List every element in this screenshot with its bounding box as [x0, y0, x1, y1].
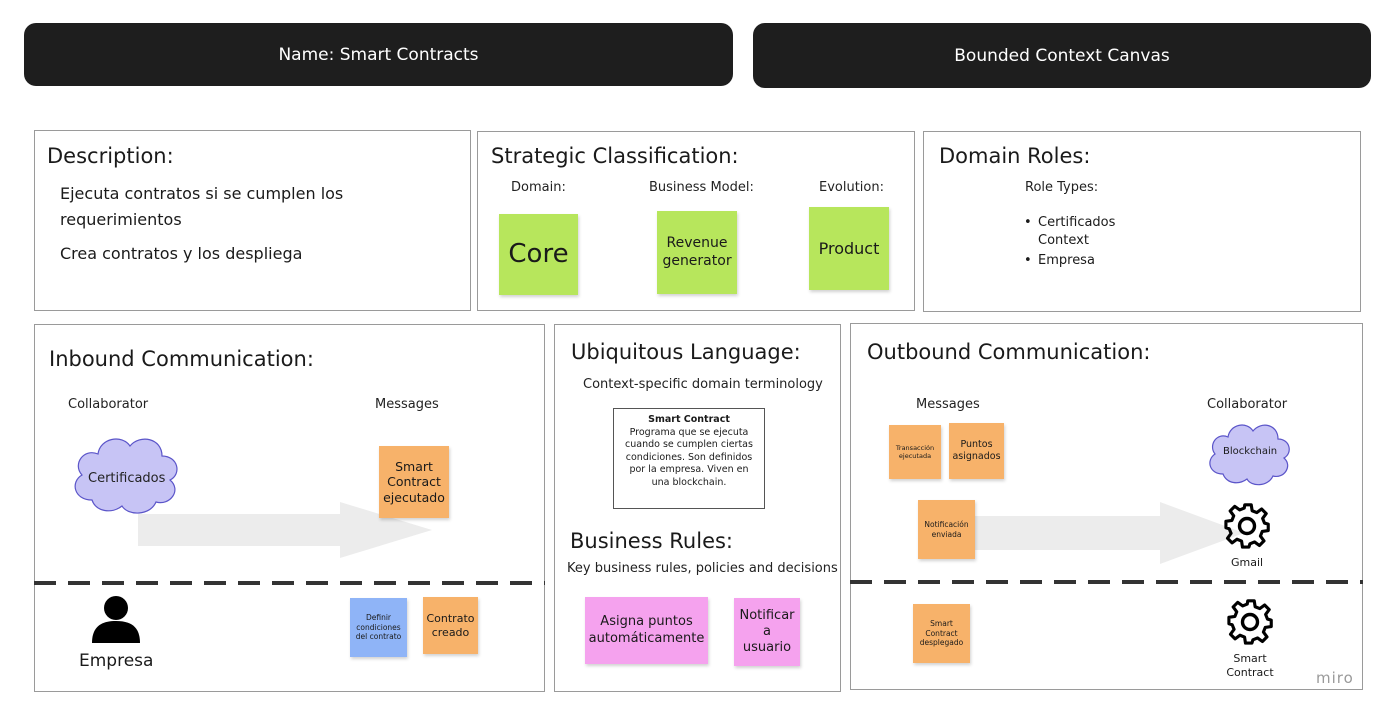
description-line-3: Crea contratos y los despliega: [60, 244, 303, 263]
message-smart-contract-desplegado: Smart Contract desplegado: [913, 604, 970, 663]
message-transaccion-ejecutada: Transacción ejecutada: [889, 425, 941, 479]
rule-notificar-usuario-text: Notificar a usuario: [739, 607, 795, 656]
message-smart-contract-ejecutado: Smart Contract ejecutado: [379, 446, 449, 518]
business-rules-title: Business Rules:: [570, 529, 734, 553]
domain-roles-title: Domain Roles:: [939, 144, 1091, 168]
term-definition: Programa que se ejecuta cuando se cumple…: [625, 426, 753, 488]
rule-notificar-usuario: Notificar a usuario: [734, 598, 800, 666]
inbound-title: Inbound Communication:: [49, 347, 314, 371]
collaborator-blockchain: Blockchain: [1223, 446, 1278, 457]
message-notificacion-enviada-text: Notificación enviada: [924, 520, 969, 539]
evolution-label: Evolution:: [819, 180, 884, 195]
message-contrato-creado: Contrato creado: [423, 597, 478, 654]
gmail-gear-icon: [1224, 503, 1270, 549]
description-title: Description:: [47, 144, 174, 168]
role-types-label: Role Types:: [1025, 180, 1099, 195]
canvas-title: Bounded Context Canvas: [954, 45, 1170, 66]
message-definir-condiciones: Definir condiciones del contrato: [350, 598, 407, 657]
inbound-flow-arrow: [138, 502, 432, 558]
evolution-value: Product: [818, 238, 880, 258]
outbound-flow-arrow: [926, 502, 1244, 564]
rule-asigna-puntos: Asigna puntos automáticamente: [585, 597, 708, 664]
evolution-sticky: Product: [809, 207, 889, 290]
bullet-icon: •: [1024, 253, 1032, 268]
inbound-collaborator-label: Collaborator: [68, 397, 149, 412]
message-puntos-asignados: Puntos asignados: [949, 423, 1004, 479]
description-section: [34, 130, 471, 311]
message-smart-contract-desplegado-text: Smart Contract desplegado: [919, 619, 964, 648]
certificados-cloud-icon: [74, 438, 178, 514]
collaborator-certificados: Certificados: [88, 471, 166, 486]
term-title: Smart Contract: [648, 414, 730, 425]
domain-value: Core: [508, 239, 569, 270]
context-name: Name: Smart Contracts: [278, 44, 479, 65]
role-item-2-label: Empresa: [1038, 253, 1095, 268]
canvas-title-banner: Bounded Context Canvas: [753, 23, 1371, 88]
message-definir-condiciones-text: Definir condiciones del contrato: [355, 613, 402, 642]
message-contrato-creado-text: Contrato creado: [426, 611, 475, 639]
message-smart-contract-ejecutado-text: Smart Contract ejecutado: [383, 458, 445, 505]
inbound-messages-label: Messages: [375, 397, 439, 412]
business-model-sticky: Revenue generator: [657, 211, 737, 294]
description-line-2: requerimientos: [60, 210, 182, 229]
role-item-1-label: Certificados Context: [1038, 215, 1116, 248]
bullet-icon: •: [1024, 215, 1032, 230]
person-label: Empresa: [79, 651, 154, 671]
domain-label: Domain:: [511, 180, 566, 195]
rule-asigna-puntos-text: Asigna puntos automáticamente: [588, 614, 705, 646]
person-icon: [92, 596, 140, 643]
outbound-title: Outbound Communication:: [867, 340, 1151, 364]
ubiquitous-title: Ubiquitous Language:: [571, 340, 801, 364]
blockchain-cloud-icon: [1209, 424, 1290, 486]
context-name-banner: Name: Smart Contracts: [24, 23, 733, 86]
ubiquitous-subtitle: Context-specific domain terminology: [583, 377, 823, 392]
business-model-value: Revenue generator: [662, 235, 732, 269]
business-rules-subtitle: Key business rules, policies and decisio…: [567, 561, 838, 576]
message-puntos-asignados-text: Puntos asignados: [952, 439, 1001, 462]
outbound-messages-label: Messages: [916, 397, 980, 412]
business-model-label: Business Model:: [649, 180, 754, 195]
miro-watermark: miro: [1316, 669, 1354, 687]
term-card-smart-contract: Smart Contract Programa que se ejecuta c…: [613, 408, 765, 509]
collaborator-smart-contract: Smart Contract: [1226, 652, 1274, 679]
inbound-divider: [34, 581, 545, 585]
domain-roles-section: [923, 131, 1361, 312]
description-line-1: Ejecuta contratos si se cumplen los: [60, 184, 344, 203]
collaborator-gmail: Gmail: [1231, 556, 1264, 569]
domain-sticky: Core: [499, 214, 578, 295]
outbound-collaborator-label: Collaborator: [1207, 397, 1288, 412]
outbound-divider: [850, 580, 1363, 584]
smart-contract-gear-icon: [1227, 599, 1273, 645]
message-notificacion-enviada: Notificación enviada: [918, 500, 975, 559]
strategic-title: Strategic Classification:: [491, 144, 739, 168]
message-transaccion-ejecutada-text: Transacción ejecutada: [895, 443, 935, 460]
